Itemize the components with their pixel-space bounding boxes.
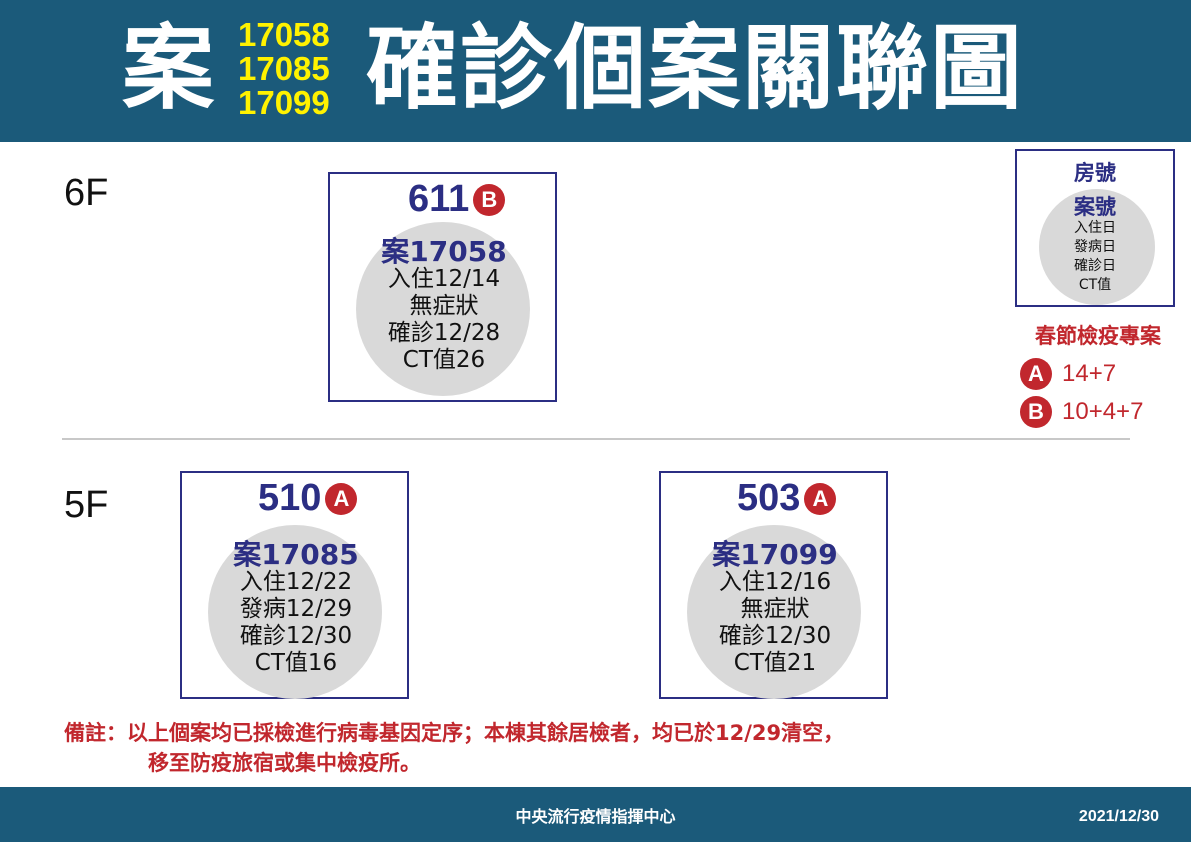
footer-organization: 中央流行疫情指揮中心	[515, 807, 676, 826]
room-number: 611 B	[408, 178, 506, 221]
case-detail: 無症狀	[409, 293, 479, 319]
room-number: 503 A	[737, 477, 837, 520]
legend-circle	[1039, 189, 1155, 305]
badge-a-icon: A	[804, 482, 837, 515]
legend-box: 房號 案號 入住日 發病日 確診日 CT值	[1015, 149, 1175, 307]
footer-banner: 中央流行疫情指揮中心 2021/12/30	[0, 787, 1191, 842]
case-detail: 無症狀	[740, 596, 810, 622]
spring-festival-item-text: 10+4+7	[1062, 398, 1144, 425]
footer-date: 2021/12/30	[1078, 808, 1159, 825]
floor-divider	[62, 438, 1130, 440]
room-number: 510 A	[258, 477, 358, 520]
case-detail: CT值16	[254, 650, 338, 676]
case-info: 案17058 入住12/14 無症狀 確診12/28 CT值26	[324, 238, 564, 374]
room-number-text: 611	[408, 178, 470, 220]
legend-info: 案號 入住日 發病日 確診日 CT值	[1017, 195, 1173, 295]
legend-line: 發病日	[1074, 239, 1116, 255]
header-banner: 案 17058 17085 17099 確診個案關聯圖	[0, 0, 1191, 142]
legend-case: 案號	[1074, 195, 1116, 219]
case-id: 案17058	[381, 235, 507, 268]
room-card-510: 510 A 案17085 入住12/22 發病12/29 確診12/30 CT值…	[180, 471, 409, 699]
legend-title: 房號	[1074, 161, 1116, 185]
badge-a-icon: A	[325, 482, 358, 515]
floor-label-5f: 5F	[64, 484, 109, 526]
spring-festival-title: 春節檢疫專案	[1035, 324, 1161, 348]
legend-line: 確診日	[1074, 258, 1116, 274]
case-detail: 入住12/14	[387, 266, 501, 292]
case-circle	[356, 222, 530, 396]
title-suffix: 確診個案關聯圖	[366, 15, 1025, 122]
legend-line: CT值	[1078, 277, 1112, 293]
badge-a-icon: A	[1020, 358, 1052, 390]
note-line-1: 備註：以上個案均已採檢進行病毒基因定序；本棟其餘居檢者，均已於12/29清空，	[64, 721, 845, 745]
badge-b-icon: B	[1020, 396, 1052, 428]
badge-b-icon: B	[473, 183, 506, 216]
case-info: 案17085 入住12/22 發病12/29 確診12/30 CT值16	[176, 541, 416, 677]
case-detail: 發病12/29	[239, 596, 353, 622]
floor-label-6f: 6F	[64, 172, 109, 214]
spring-festival-item-a: A 14+7	[1020, 358, 1116, 390]
case-detail: 確診12/30	[239, 623, 353, 649]
room-number-text: 503	[737, 477, 801, 519]
case-id: 案17085	[233, 538, 359, 571]
title-case-number: 17058	[238, 16, 330, 53]
title-case-number: 17099	[238, 84, 330, 121]
legend-line: 入住日	[1074, 220, 1116, 236]
case-id: 案17099	[712, 538, 838, 571]
title-prefix: 案	[122, 15, 215, 122]
case-detail: 確診12/30	[718, 623, 832, 649]
case-detail: 入住12/22	[239, 569, 353, 595]
note-line-2: 移至防疫旅宿或集中檢疫所。	[148, 751, 421, 775]
case-detail: CT值26	[402, 347, 486, 373]
title-case-number: 17085	[238, 50, 330, 87]
case-circle	[208, 525, 382, 699]
case-detail: 入住12/16	[718, 569, 832, 595]
room-card-611: 611 B 案17058 入住12/14 無症狀 確診12/28 CT值26	[328, 172, 557, 402]
room-card-503: 503 A 案17099 入住12/16 無症狀 確診12/30 CT值21	[659, 471, 888, 699]
case-circle	[687, 525, 861, 699]
spring-festival-item-b: B 10+4+7	[1020, 396, 1143, 428]
case-detail: 確診12/28	[387, 320, 501, 346]
case-info: 案17099 入住12/16 無症狀 確診12/30 CT值21	[655, 541, 895, 677]
spring-festival-item-text: 14+7	[1062, 360, 1117, 387]
room-number-text: 510	[258, 477, 322, 519]
title-case-numbers: 17058 17085 17099	[238, 18, 358, 120]
case-detail: CT值21	[733, 650, 817, 676]
